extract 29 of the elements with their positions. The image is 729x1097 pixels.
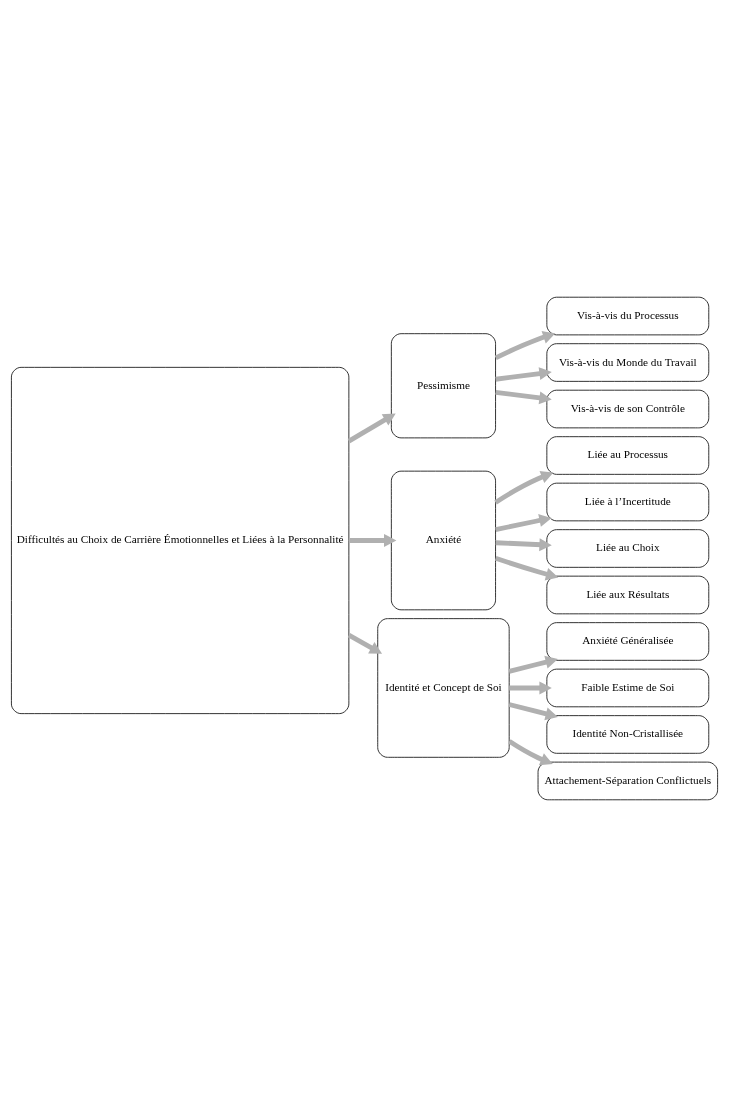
arrow bbox=[508, 739, 553, 766]
node-box: Anxiété Généralisée bbox=[546, 622, 710, 661]
node-box: Identité et Concept de Soi bbox=[377, 618, 510, 758]
node-box: Liée aux Résultats bbox=[546, 575, 710, 615]
arrow bbox=[508, 655, 558, 674]
arrow bbox=[495, 367, 552, 382]
arrow bbox=[495, 389, 552, 405]
node-box: Liée à l’Incertitude bbox=[546, 482, 710, 522]
arrow bbox=[495, 538, 552, 552]
arrow bbox=[347, 633, 383, 654]
node-box: Liée au Choix bbox=[546, 529, 710, 568]
node-box: Vis-à-vis de son Contrôle bbox=[546, 389, 710, 429]
arrow bbox=[494, 331, 556, 361]
arrow bbox=[495, 514, 552, 532]
node-box: Identité Non-Cristallisée bbox=[546, 715, 710, 754]
node-box: Liée au Processus bbox=[546, 436, 710, 475]
node-box: Vis-à-vis du Monde du Travail bbox=[546, 343, 710, 382]
arrow bbox=[509, 681, 552, 695]
arrow bbox=[347, 413, 396, 444]
arrow bbox=[348, 534, 397, 547]
node-box: Anxiété bbox=[390, 470, 496, 611]
node-box: Pessimisme bbox=[390, 333, 496, 439]
arrow bbox=[494, 556, 559, 581]
node-box: Faible Estime de Soi bbox=[546, 668, 710, 708]
node-box: Vis-à-vis du Processus bbox=[546, 296, 710, 336]
node-box: Attachement-Séparation Conflictuels bbox=[537, 761, 718, 801]
arrow bbox=[508, 702, 558, 721]
node-box: Difficultés au Choix de Carrière Émotionnelles et Liées à la Personnalité bbox=[11, 366, 350, 714]
arrow bbox=[494, 471, 554, 505]
